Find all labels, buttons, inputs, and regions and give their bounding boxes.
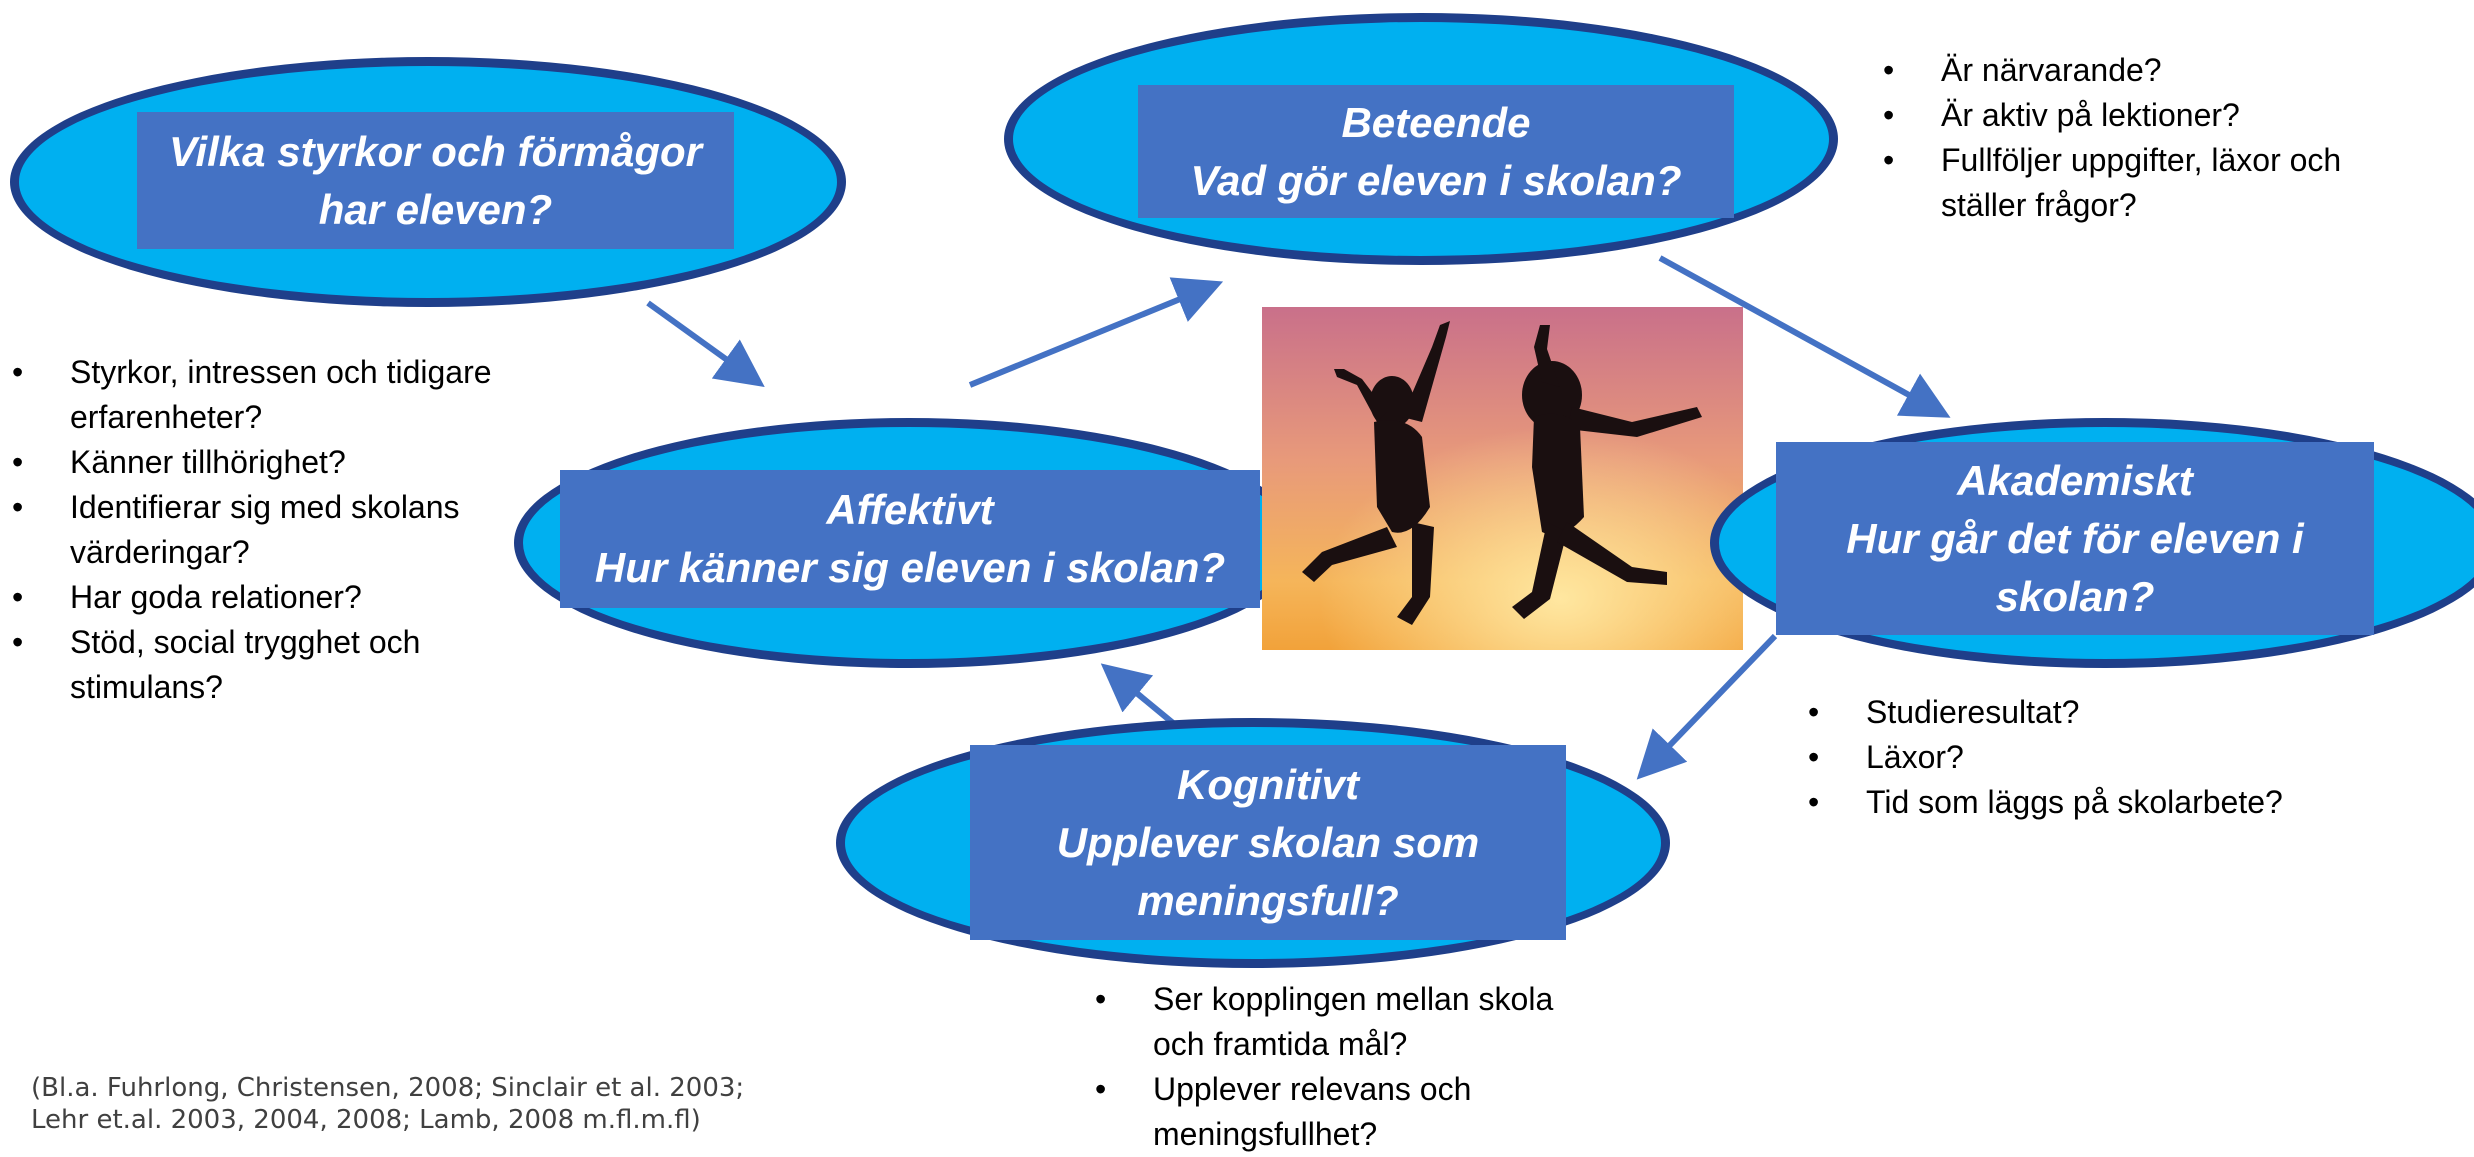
cognitive-question-line-1: Upplever skolan som: [1056, 818, 1480, 866]
cognitive-title: Kognitivt: [1177, 760, 1359, 808]
academic-question-line-2: skolan?: [1995, 572, 2155, 620]
list-item: Tid som läggs på skolarbete?: [1808, 780, 2328, 825]
academic-box: Akademiskt Hur går det för eleven i skol…: [1776, 442, 2374, 635]
list-item: Känner tillhörighet?: [12, 440, 492, 485]
citation-line-1: (Bl.a. Fuhrlong, Christensen, 2008; Sinc…: [31, 1073, 745, 1103]
list-item: Ser kopplingen mellan skola och framtida…: [1095, 977, 1595, 1067]
academic-title: Akademiskt: [1957, 456, 2193, 504]
arrow-behavior-to-academic: [1658, 255, 1951, 418]
behavior-bullet-list: Är närvarande? Är aktiv på lektioner? Fu…: [1883, 48, 2403, 228]
affective-question: Hur känner sig eleven i skolan?: [594, 544, 1226, 591]
strengths-box: Vilka styrkor och förmågor har eleven?: [137, 112, 734, 249]
affective-bullet-list: Styrkor, intressen och tidigare erfarenh…: [12, 350, 492, 710]
list-item: Studieresultat?: [1808, 690, 2328, 735]
arrow-affective-to-behavior: [968, 277, 1224, 388]
behavior-title: Beteende: [1341, 98, 1531, 146]
list-item: Har goda relationer?: [12, 575, 492, 620]
arrow-strengths-to-affective: [646, 300, 765, 388]
strengths-line-2: har eleven?: [318, 185, 553, 233]
behavior-box: Beteende Vad gör eleven i skolan?: [1138, 85, 1734, 218]
list-item: Är närvarande?: [1883, 48, 2403, 93]
behavior-question: Vad gör eleven i skolan?: [1190, 156, 1682, 204]
academic-question-line-1: Hur går det för eleven i: [1846, 514, 2304, 562]
arrow-cognitive-to-affective: [1100, 663, 1175, 726]
list-item: Styrkor, intressen och tidigare erfarenh…: [12, 350, 492, 440]
jumping-silhouettes-photo: [1262, 307, 1743, 650]
arrow-academic-to-cognitive: [1636, 633, 1778, 780]
cognitive-question-line-2: meningsfull?: [1137, 876, 1399, 924]
list-item: Identifierar sig med skolans värderingar…: [12, 485, 492, 575]
cognitive-box: Kognitivt Upplever skolan som meningsful…: [970, 745, 1566, 940]
list-item: Stöd, social trygghet och stimulans?: [12, 620, 492, 710]
academic-bullet-list: Studieresultat? Läxor? Tid som läggs på …: [1808, 690, 2328, 825]
list-item: Upplever relevans och meningsfullhet?: [1095, 1067, 1595, 1157]
affective-title: Affektivt: [826, 486, 994, 533]
citation: (Bl.a. Fuhrlong, Christensen, 2008; Sinc…: [31, 1072, 744, 1136]
cognitive-bullet-list: Ser kopplingen mellan skola och framtida…: [1095, 977, 1595, 1157]
list-item: Fullföljer uppgifter, läxor och ställer …: [1883, 138, 2403, 228]
list-item: Är aktiv på lektioner?: [1883, 93, 2403, 138]
affective-box: Affektivt Hur känner sig eleven i skolan…: [560, 470, 1260, 608]
citation-line-2: Lehr et.al. 2003, 2004, 2008; Lamb, 2008…: [31, 1105, 701, 1135]
strengths-line-1: Vilka styrkor och förmågor: [169, 127, 702, 175]
list-item: Läxor?: [1808, 735, 2328, 780]
